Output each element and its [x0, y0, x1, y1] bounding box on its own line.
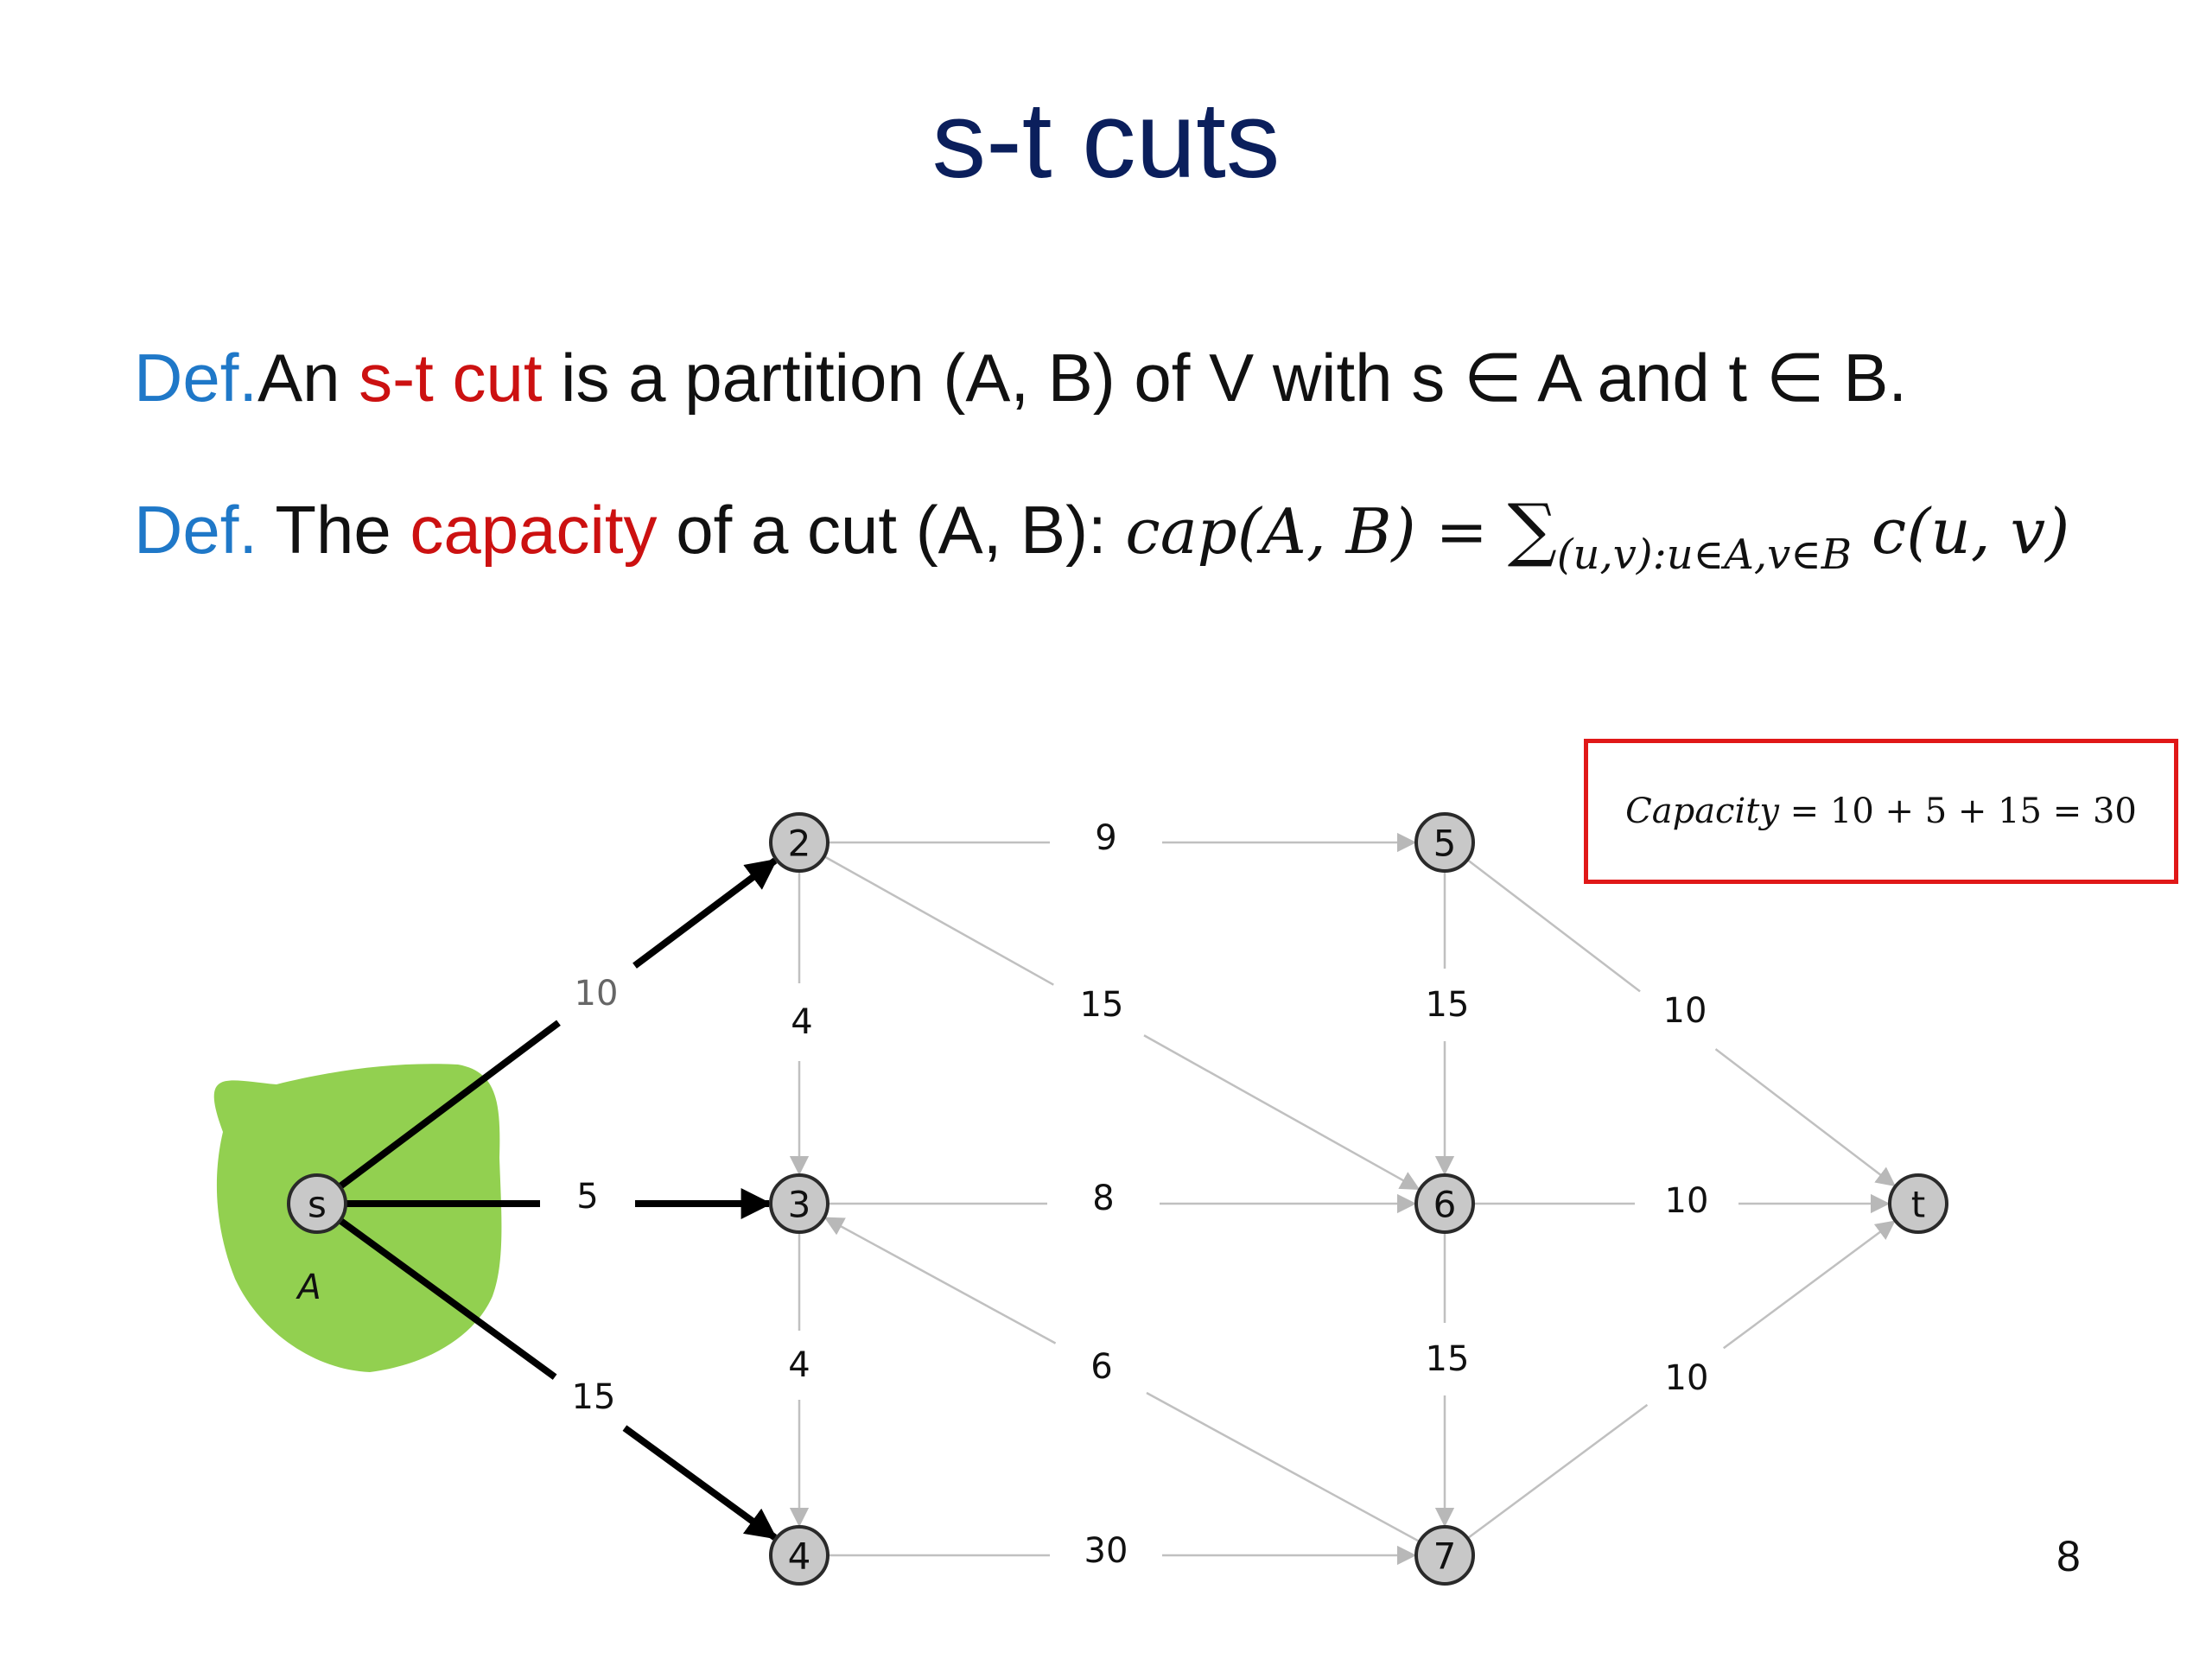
edge-s-4-segment-b: [625, 1428, 775, 1538]
edges: [340, 842, 1894, 1555]
node-3: 3: [771, 1175, 828, 1232]
edge-label-3-6: 8: [1092, 1179, 1114, 1218]
node-4-label: 4: [788, 1535, 811, 1578]
node-s: s: [289, 1175, 346, 1232]
node-6: 6: [1416, 1175, 1473, 1232]
edge-2-6-segment-b: [1144, 1035, 1418, 1189]
edge-7-3-segment-b: [826, 1218, 1056, 1344]
cut-region-A: [214, 1064, 502, 1372]
node-s-label: s: [308, 1184, 327, 1226]
edge-s-2-segment-b: [635, 861, 775, 966]
edge-5-t-segment-b: [1716, 1049, 1895, 1185]
edge-label-4-7: 30: [1084, 1531, 1128, 1571]
edge-7-t-segment-b: [1724, 1222, 1894, 1348]
edge-labels: 10 5 15 9 4 15 8 4 6 30 15 10 10 15 10: [572, 818, 1709, 1571]
edge-7-t-segment-a: [1467, 1405, 1647, 1538]
node-6-label: 6: [1433, 1184, 1457, 1226]
node-2: 2: [771, 814, 828, 871]
node-t-label: t: [1911, 1184, 1925, 1226]
edge-label-2-5: 9: [1095, 818, 1116, 858]
edge-label-7-t: 10: [1665, 1358, 1709, 1398]
capacity-expression: = 10 + 5 + 15 = 30: [1779, 791, 2137, 831]
edge-label-7-3: 6: [1090, 1347, 1112, 1387]
node-5: 5: [1416, 814, 1473, 871]
region-label-A: A: [295, 1268, 321, 1307]
edge-2-6-segment-a: [824, 856, 1053, 985]
edge-label-6-7: 15: [1426, 1339, 1470, 1379]
edge-label-3-4: 4: [788, 1345, 810, 1385]
capacity-box: Capacity = 10 + 5 + 15 = 30: [1584, 739, 2178, 884]
edge-7-3-segment-a: [1147, 1393, 1420, 1541]
node-t: t: [1890, 1175, 1947, 1232]
node-7: 7: [1416, 1527, 1473, 1584]
edge-label-6-t: 10: [1665, 1181, 1709, 1221]
page-number: 8: [2056, 1531, 2081, 1581]
node-3-label: 3: [788, 1184, 811, 1226]
edge-label-2-3: 4: [791, 1002, 812, 1042]
node-4: 4: [771, 1527, 828, 1584]
capacity-word: Capacity: [1625, 791, 1779, 831]
edge-label-2-6: 15: [1080, 985, 1124, 1025]
edge-label-s-4: 15: [572, 1377, 616, 1417]
node-2-label: 2: [788, 823, 811, 865]
edge-label-5-t: 10: [1663, 991, 1707, 1031]
edge-label-5-6: 15: [1426, 985, 1470, 1025]
node-7-label: 7: [1433, 1535, 1457, 1578]
edge-label-s-3: 5: [576, 1177, 598, 1217]
edge-label-s-2: 10: [575, 974, 619, 1014]
node-5-label: 5: [1433, 823, 1457, 865]
